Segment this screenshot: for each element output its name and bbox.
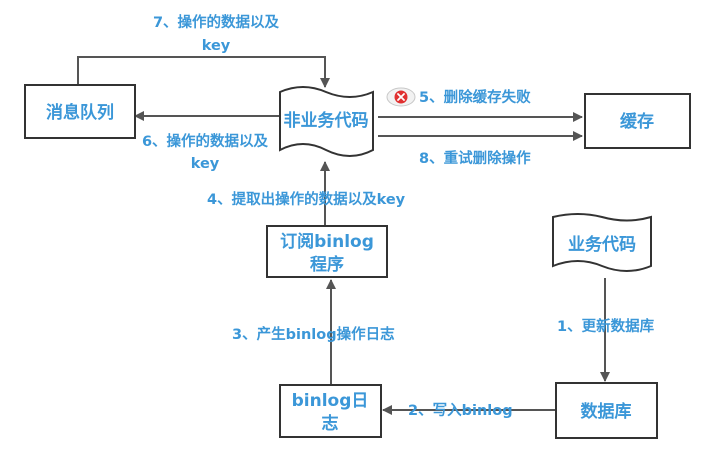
binlog-log-label-line1: binlog日 (292, 391, 369, 411)
edge-8-label: 8、重试删除操作 (419, 149, 531, 167)
database-label: 数据库 (581, 401, 632, 422)
edge-3-label: 3、产生binlog操作日志 (232, 325, 395, 343)
binlog-subscriber-label-line1: 订阅binlog (280, 231, 374, 252)
edge-5-label: 5、删除缓存失败 (419, 88, 531, 106)
binlog-log-box (279, 384, 382, 438)
database-box (555, 382, 658, 439)
edge-6-label-line2: key (191, 156, 220, 172)
non-business-code-shape (279, 86, 374, 157)
close-icon (386, 87, 416, 107)
business-code-shape (552, 213, 652, 272)
edge-4-label: 4、提取出操作的数据以及key (207, 190, 406, 208)
edge-6-label-line1: 6、操作的数据以及 (142, 132, 269, 150)
non-business-code-label: 非业务代码 (284, 110, 369, 131)
message-queue-label: 消息队列 (46, 102, 114, 123)
cache-label: 缓存 (620, 111, 654, 132)
edge-7-label-line2: key (202, 38, 231, 54)
binlog-subscriber-label-line2: 程序 (310, 254, 344, 275)
edge-7-label-line1: 7、操作的数据以及 (153, 13, 280, 31)
binlog-log-label-line2: 志 (322, 413, 339, 434)
message-queue-box (24, 84, 136, 139)
edge-1-label: 1、更新数据库 (557, 317, 655, 335)
edge-7-line (77, 56, 330, 88)
edge-2-label: 2、写入binlog (408, 402, 513, 419)
binlog-subscriber-box (266, 225, 388, 278)
business-code-label: 业务代码 (568, 234, 636, 255)
cache-box (584, 93, 691, 149)
